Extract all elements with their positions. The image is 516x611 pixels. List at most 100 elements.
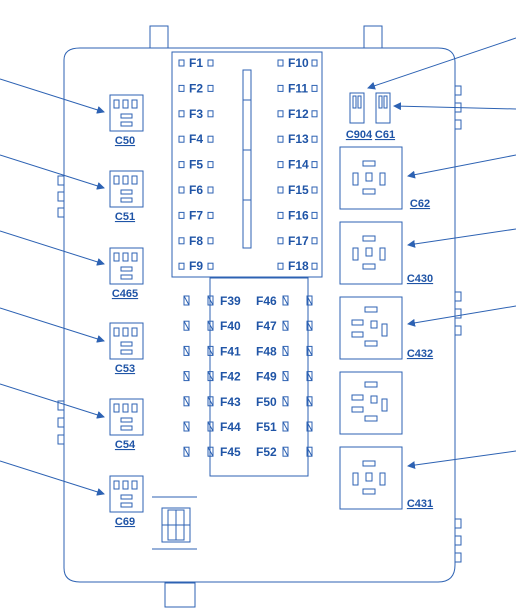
fuse-label-f8: F8 — [189, 234, 203, 248]
fuse-f15[interactable]: F15 — [277, 183, 318, 197]
fuse-f9[interactable]: F9 — [178, 259, 214, 273]
connector-label-c69: C69 — [115, 516, 135, 528]
fuse-f12[interactable]: F12 — [277, 107, 318, 121]
connector-label-c465: C465 — [112, 288, 138, 300]
relay-c430[interactable] — [339, 221, 403, 285]
fuse-f1[interactable]: F1 — [178, 56, 214, 70]
fuse-f39[interactable]: F39 — [183, 294, 241, 308]
pointer-arrow-c54 — [0, 383, 105, 419]
fuse-label-f49: F49 — [256, 370, 277, 384]
pointer-arrow-c50 — [0, 78, 105, 114]
fuse-f49[interactable]: F49 — [256, 370, 313, 384]
fuse-label-f39: F39 — [220, 294, 241, 308]
pointer-arrow-c62 — [407, 154, 516, 179]
fuse-f4[interactable]: F4 — [178, 132, 214, 146]
fuse-label-f45: F45 — [220, 445, 241, 459]
fuse-label-f2: F2 — [189, 81, 203, 95]
fuse-label-f43: F43 — [220, 395, 241, 409]
maxi-fuse-panel — [209, 277, 309, 477]
fuse-f44[interactable]: F44 — [183, 420, 241, 434]
fuse-f14[interactable]: F14 — [277, 158, 318, 172]
fuse-label-f18: F18 — [288, 259, 309, 273]
pointer-arrow-c61 — [393, 102, 516, 111]
fuse-label-f9: F9 — [189, 259, 203, 273]
pointer-arrow-c904 — [367, 37, 516, 90]
mini-fuse-panel — [171, 51, 323, 278]
fuse-label-f10: F10 — [288, 56, 309, 70]
bottom-clip — [152, 496, 197, 550]
relay-label-c431: C431 — [407, 498, 433, 510]
fuse-label-f46: F46 — [256, 294, 277, 308]
relay-c431[interactable] — [339, 446, 403, 510]
connector-c465[interactable] — [109, 247, 144, 285]
fuse-f42[interactable]: F42 — [183, 370, 241, 384]
fuse-label-f4: F4 — [189, 132, 203, 146]
fuse-f2[interactable]: F2 — [178, 81, 214, 95]
fuse-f8[interactable]: F8 — [178, 234, 214, 248]
fuse-f51[interactable]: F51 — [256, 420, 313, 434]
fuse-f17[interactable]: F17 — [277, 234, 318, 248]
fuse-label-f17: F17 — [288, 234, 309, 248]
pointer-arrow-c51 — [0, 154, 105, 190]
fuse-label-f16: F16 — [288, 208, 309, 222]
fuse-label-f13: F13 — [288, 132, 309, 146]
fuse-f18[interactable]: F18 — [277, 259, 318, 273]
connector-c61[interactable] — [375, 92, 391, 124]
connector-c54[interactable] — [109, 398, 144, 436]
fuse-label-f6: F6 — [189, 183, 203, 197]
connector-c50[interactable] — [109, 94, 144, 132]
connector-label-c54: C54 — [115, 439, 136, 451]
connector-label-c53: C53 — [115, 363, 135, 375]
relay-unlabeled[interactable] — [339, 371, 403, 435]
pointer-arrow-c69 — [0, 460, 105, 496]
fuse-f3[interactable]: F3 — [178, 107, 214, 121]
relay-c432[interactable] — [339, 296, 403, 360]
connector-c904[interactable] — [349, 92, 365, 124]
pointer-arrow-c465 — [0, 230, 105, 266]
pointer-arrow-c432 — [407, 305, 516, 327]
fuse-f10[interactable]: F10 — [277, 56, 318, 70]
fuse-f7[interactable]: F7 — [178, 208, 214, 222]
top-right-tab — [363, 25, 383, 49]
fuse-label-f41: F41 — [220, 344, 241, 358]
fuse-f47[interactable]: F47 — [256, 319, 313, 333]
bottom-tab — [164, 582, 196, 608]
connector-c69[interactable] — [109, 475, 144, 513]
relay-c62[interactable] — [339, 146, 403, 210]
fuse-f40[interactable]: F40 — [183, 319, 241, 333]
housing-outline — [63, 47, 456, 583]
connector-c53[interactable] — [109, 322, 144, 360]
fuse-label-f7: F7 — [189, 208, 203, 222]
connector-label-c904: C904 — [346, 129, 373, 141]
pointer-arrow-c430 — [407, 228, 516, 248]
connector-label-c50: C50 — [115, 135, 135, 147]
fuse-f41[interactable]: F41 — [183, 344, 241, 358]
fuse-f45[interactable]: F45 — [183, 445, 241, 459]
relay-label-c432: C432 — [407, 348, 433, 360]
fuse-f46[interactable]: F46 — [256, 294, 313, 308]
fuse-f52[interactable]: F52 — [256, 445, 313, 459]
fuse-label-f40: F40 — [220, 319, 241, 333]
fuse-label-f1: F1 — [189, 56, 203, 70]
fuse-f48[interactable]: F48 — [256, 344, 313, 358]
fuse-label-f51: F51 — [256, 420, 277, 434]
fuse-f5[interactable]: F5 — [178, 158, 214, 172]
fuse-f16[interactable]: F16 — [277, 208, 318, 222]
top-left-tab — [149, 25, 169, 49]
fuse-label-f47: F47 — [256, 319, 277, 333]
fuse-label-f44: F44 — [220, 420, 241, 434]
fuse-label-f42: F42 — [220, 370, 241, 384]
fuse-label-f12: F12 — [288, 107, 309, 121]
fuse-f11[interactable]: F11 — [277, 81, 318, 95]
fuse-f13[interactable]: F13 — [277, 132, 318, 146]
fuse-f50[interactable]: F50 — [256, 395, 313, 409]
fuse-label-f5: F5 — [189, 158, 203, 172]
connector-c51[interactable] — [109, 170, 144, 208]
fuse-f43[interactable]: F43 — [183, 395, 241, 409]
fuse-f6[interactable]: F6 — [178, 183, 214, 197]
fuse-label-f52: F52 — [256, 445, 277, 459]
fuse-label-f14: F14 — [288, 158, 309, 172]
relay-label-c62: C62 — [410, 198, 430, 210]
fuse-label-f50: F50 — [256, 395, 277, 409]
